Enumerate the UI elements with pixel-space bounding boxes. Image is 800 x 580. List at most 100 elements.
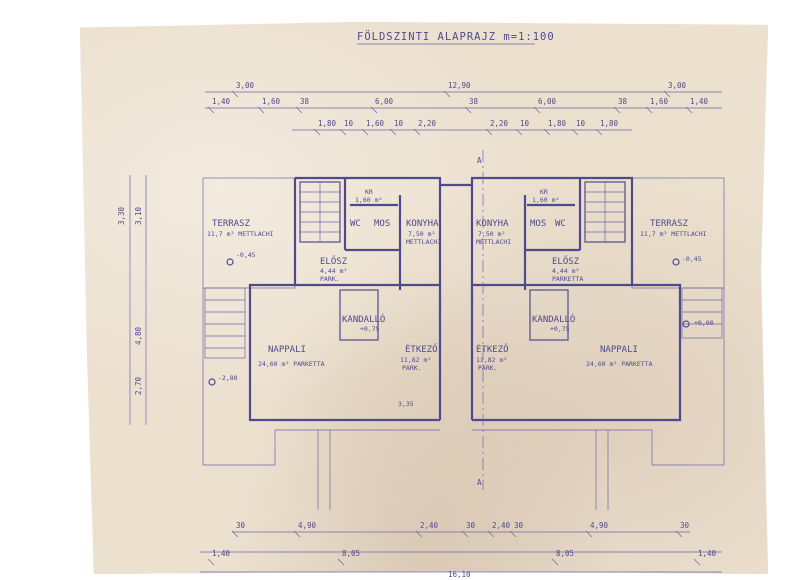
room-mos-left: MOS bbox=[374, 219, 390, 229]
room-konyha-left: KONYHA bbox=[406, 219, 439, 229]
room-eloszoba-right-floor: PARKETTA bbox=[552, 275, 583, 283]
dims-top-row3-label: 10 bbox=[520, 119, 530, 128]
level-right-side: +0,00 bbox=[694, 319, 714, 327]
room-kandallo-right: KANDALLÓ bbox=[532, 313, 575, 325]
room-kr-right: KR bbox=[540, 188, 548, 196]
room-kr-left-area: 1,60 m² bbox=[355, 196, 382, 204]
room-wc-right: WC bbox=[555, 219, 566, 229]
dims-bottom-row3-label: 16,10 bbox=[448, 570, 471, 579]
dimension-tick bbox=[585, 530, 593, 538]
dimension-tick bbox=[675, 530, 683, 538]
room-nappali-right-area: 24,60 m² PARKETTA bbox=[586, 360, 653, 368]
room-konyha-left-area: 7,50 m² bbox=[408, 230, 435, 238]
dimension-tick bbox=[487, 530, 495, 538]
dims-top-row2-label: 38 bbox=[469, 97, 479, 106]
dims-bottom-row1-label: 4,90 bbox=[298, 521, 317, 530]
room-eloszoba-right-area: 4,44 m² bbox=[552, 267, 579, 275]
dims-top-row1-label: 3,00 bbox=[236, 81, 255, 90]
dimension-tick bbox=[485, 128, 493, 136]
staircase-left bbox=[299, 181, 341, 243]
dimension-tick bbox=[293, 530, 301, 538]
dims-top-row2-label: 6,00 bbox=[375, 97, 394, 106]
dimension-tick bbox=[645, 106, 653, 114]
room-etkezo-left: ÉTKEZŐ bbox=[405, 343, 438, 355]
dims-bottom-row1-label: 30 bbox=[680, 521, 690, 530]
dimension-tick bbox=[464, 106, 472, 114]
dims-left-side-label: 3,30 bbox=[117, 206, 126, 225]
room-kr-left: KR bbox=[365, 188, 373, 196]
room-eloszoba-left: ELŐSZ bbox=[320, 256, 348, 267]
dims-top-row2-label: 1,40 bbox=[212, 97, 231, 106]
dimension-lines-top bbox=[205, 91, 722, 131]
dimension-tick bbox=[339, 128, 347, 136]
dimension-tick bbox=[413, 128, 421, 136]
level-right-terrace: -0,45 bbox=[682, 255, 702, 263]
dims-bottom-row2-label: 1,40 bbox=[698, 549, 717, 558]
dims-bottom-row2-label: 8,05 bbox=[342, 549, 360, 558]
dims-bottom-row2-label: 8,05 bbox=[556, 549, 574, 558]
dims-top-row2-label: 38 bbox=[300, 97, 310, 106]
dims-bottom-row1-label: 2,40 bbox=[492, 521, 511, 530]
dimension-tick bbox=[515, 128, 523, 136]
dims-top-row2-label: 1,60 bbox=[650, 97, 669, 106]
dims-left-side-label: 3,10 bbox=[134, 206, 143, 225]
dims-top-row2-label: 6,00 bbox=[538, 97, 557, 106]
dimension-tick bbox=[595, 128, 603, 136]
dims-top-row2-label: 1,60 bbox=[262, 97, 281, 106]
dims-bottom-row1-label: 2,40 bbox=[420, 521, 439, 530]
dimension-tick bbox=[370, 106, 378, 114]
dimension-lines-bottom bbox=[200, 531, 722, 573]
dims-top-row1-label: 12,90 bbox=[448, 81, 471, 90]
building-walls bbox=[248, 176, 682, 422]
dimension-tick bbox=[207, 558, 215, 566]
room-nappali-left-area: 24,60 m² PARKETTA bbox=[258, 360, 325, 368]
room-terrace-right: TERRASZ bbox=[650, 219, 689, 229]
room-nappali-right: NAPPALI bbox=[600, 345, 638, 355]
dimension-tick bbox=[443, 90, 451, 98]
dimension-tick bbox=[663, 90, 671, 98]
dims-left-side-label: 2,70 bbox=[134, 376, 143, 395]
dims-bottom-row2-label: 1,40 bbox=[212, 549, 231, 558]
room-konyha-right: KONYHA bbox=[476, 219, 509, 229]
exterior-steps-left bbox=[204, 287, 246, 359]
room-konyha-right-area: 7,50 m² bbox=[478, 230, 505, 238]
dimension-tick bbox=[509, 530, 517, 538]
dimension-tick bbox=[295, 106, 303, 114]
dims-top-row3-label: 2,20 bbox=[490, 119, 509, 128]
dimension-tick bbox=[533, 106, 541, 114]
dims-bottom-row1-label: 30 bbox=[236, 521, 246, 530]
dims-top-row2-label: 38 bbox=[618, 97, 628, 106]
dims-top-row3-label: 10 bbox=[576, 119, 586, 128]
section-mark-bottom: A bbox=[477, 478, 482, 487]
exterior-steps-right bbox=[681, 287, 723, 339]
dimension-tick bbox=[361, 128, 369, 136]
dims-bottom-row1-label: 30 bbox=[514, 521, 524, 530]
dims-top-row3-label: 10 bbox=[344, 119, 354, 128]
dimension-tick bbox=[613, 106, 621, 114]
level-left-terrace: -0,45 bbox=[236, 251, 256, 259]
paper-sheet bbox=[80, 22, 768, 574]
dimension-tick bbox=[415, 530, 423, 538]
dimension-tick bbox=[389, 128, 397, 136]
room-mos-right: MOS bbox=[530, 219, 546, 229]
dimension-tick bbox=[693, 558, 701, 566]
dimension-tick bbox=[337, 558, 345, 566]
dims-top-row1-label: 3,00 bbox=[668, 81, 687, 90]
room-etkezo-right-area: 11,82 m² bbox=[476, 356, 507, 364]
dims-top-row3-label: 10 bbox=[394, 119, 404, 128]
level-marks bbox=[208, 258, 690, 386]
dimension-tick bbox=[231, 90, 239, 98]
dims-bottom-row1-label: 30 bbox=[466, 521, 476, 530]
room-kandallo-right-level: +0,75 bbox=[550, 325, 570, 333]
dimension-tick bbox=[257, 106, 265, 114]
room-konyha-right-floor: METTLACHI bbox=[476, 238, 511, 246]
dims-bottom-row1-label: 4,90 bbox=[590, 521, 609, 530]
room-eloszoba-left-floor: PARK. bbox=[320, 275, 340, 283]
room-nappali-left: NAPPALI bbox=[268, 345, 306, 355]
room-wc-left: WC bbox=[350, 219, 361, 229]
room-eloszoba-right: ELŐSZ bbox=[552, 256, 580, 267]
dims-top-row3-label: 1,80 bbox=[548, 119, 567, 128]
dimension-tick bbox=[685, 106, 693, 114]
staircase-right bbox=[584, 181, 626, 243]
